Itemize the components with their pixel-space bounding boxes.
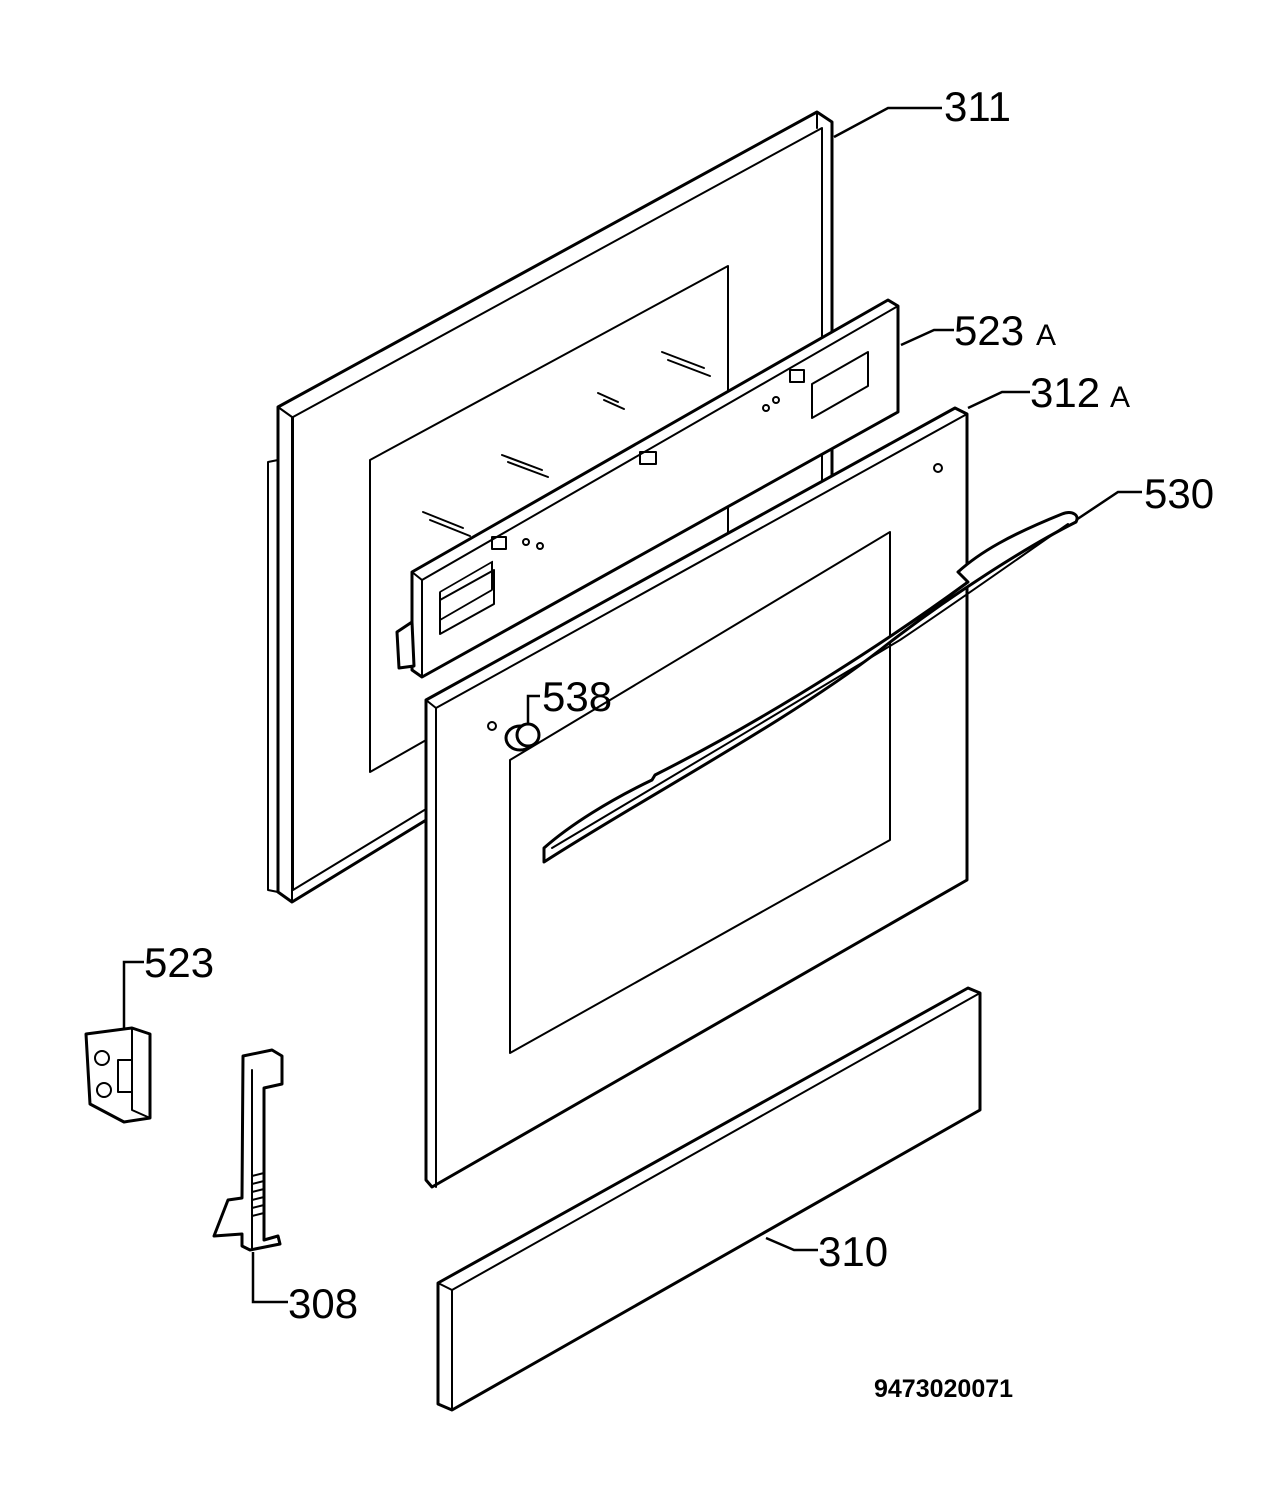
leader-312a	[967, 390, 1030, 410]
leader-311	[833, 106, 942, 139]
callout-530: 530	[1144, 470, 1214, 517]
callout-523: 523	[144, 939, 214, 986]
leader-523	[122, 960, 144, 1030]
callout-308: 308	[288, 1280, 358, 1327]
part-308-door-hinge	[212, 1048, 284, 1252]
leader-308	[251, 1252, 288, 1304]
part-310-bottom-strip	[436, 986, 982, 1412]
glass-reflection-marks	[422, 351, 711, 537]
part-523a-bracket	[395, 298, 900, 679]
callout-311: 311	[944, 83, 1011, 130]
leader-523a	[900, 328, 954, 347]
callout-523a: 523	[954, 307, 1024, 354]
callout-538: 538	[542, 673, 612, 720]
document-number: 9473020071	[874, 1375, 1013, 1403]
part-523-hinge-block	[84, 1026, 152, 1124]
callout-312a: 312	[1030, 369, 1100, 416]
part-312a-door-panel	[424, 406, 969, 1189]
callout-310: 310	[818, 1228, 888, 1275]
leader-538	[526, 694, 540, 724]
leader-530	[1075, 490, 1142, 522]
leader-lines	[122, 106, 1142, 1304]
part-538-knob	[504, 722, 541, 752]
callout-523a-suffix: A	[1036, 319, 1056, 352]
part-530-handle	[542, 511, 1079, 864]
leader-310	[765, 1236, 818, 1252]
callout-312a-suffix: A	[1110, 381, 1130, 414]
